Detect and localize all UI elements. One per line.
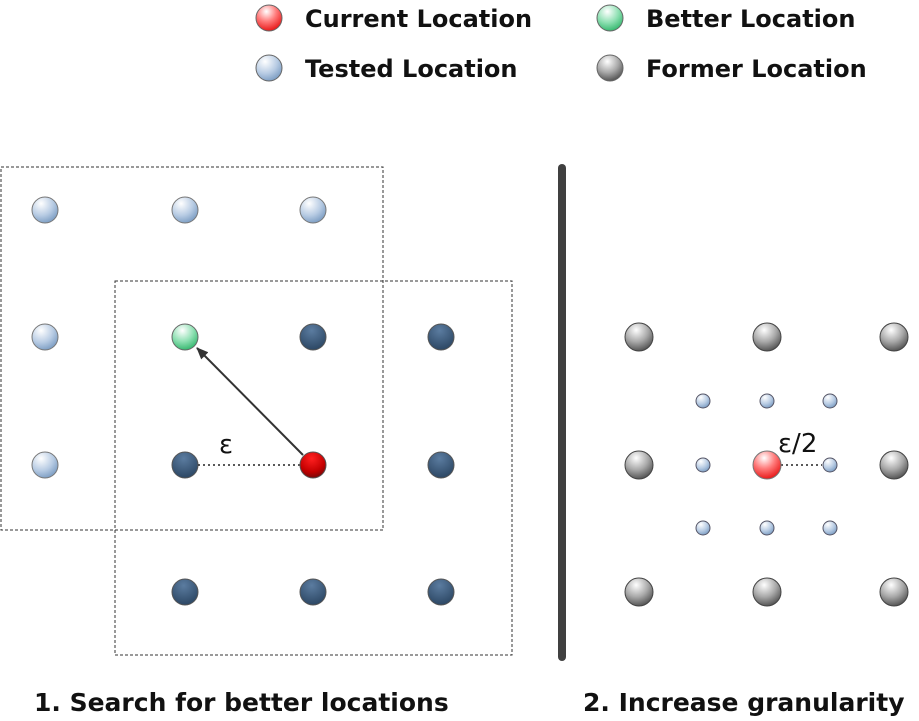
better-location-node <box>171 323 199 351</box>
search-box-current <box>114 280 513 656</box>
panel-search: ε <box>0 166 513 656</box>
legend-label-former: Former Location <box>646 55 867 83</box>
caption-step-1: 1. Search for better locations <box>34 688 449 717</box>
tested-location-node <box>31 451 59 479</box>
tested-location-marker <box>255 54 283 82</box>
legend: Current Location Better Location Tested … <box>255 4 867 83</box>
former-location-marker <box>596 54 624 82</box>
tested-location-node-current-round <box>427 578 455 606</box>
former-location-node <box>752 322 782 352</box>
better-location-marker <box>596 4 624 32</box>
tested-location-node <box>31 323 59 351</box>
legend-item-better: Better Location <box>596 4 855 33</box>
former-location-node <box>752 577 782 607</box>
former-location-node <box>879 322 909 352</box>
tested-location-node-current-round <box>427 451 455 479</box>
former-location-node <box>624 322 654 352</box>
tested-location-node-fine <box>695 520 711 536</box>
tested-location-node-fine <box>822 457 838 473</box>
half-epsilon-label: ε/2 <box>778 429 817 459</box>
tested-location-node-current-round <box>427 323 455 351</box>
move-arrow <box>196 347 304 456</box>
search-box-previous <box>0 166 384 531</box>
legend-item-former: Former Location <box>596 54 867 83</box>
tested-location-node <box>31 196 59 224</box>
current-location-node <box>299 451 327 479</box>
tested-location-node-fine <box>759 393 775 409</box>
tested-location-node-current-round <box>299 323 327 351</box>
tested-location-node <box>299 196 327 224</box>
panel-granularity: ε/2 <box>624 322 909 607</box>
tested-location-node-current-round <box>171 451 199 479</box>
epsilon-label: ε <box>219 430 233 460</box>
former-location-node <box>624 577 654 607</box>
tested-location-node-current-round <box>299 578 327 606</box>
tested-location-node-fine <box>822 393 838 409</box>
tested-location-node-fine <box>695 457 711 473</box>
legend-item-tested: Tested Location <box>255 54 518 83</box>
legend-label-tested: Tested Location <box>305 55 518 83</box>
tested-location-node-fine <box>822 520 838 536</box>
caption-step-2: 2. Increase granularity <box>583 688 904 717</box>
current-location-node <box>752 450 782 480</box>
former-location-node <box>879 450 909 480</box>
legend-item-current: Current Location <box>255 4 532 33</box>
tested-location-node-fine <box>695 393 711 409</box>
tested-location-node <box>171 196 199 224</box>
tested-location-node-fine <box>759 520 775 536</box>
legend-label-better: Better Location <box>646 5 855 33</box>
former-location-node <box>879 577 909 607</box>
legend-label-current: Current Location <box>305 5 532 33</box>
former-location-node <box>624 450 654 480</box>
current-location-marker <box>255 4 283 32</box>
tested-location-node-current-round <box>171 578 199 606</box>
